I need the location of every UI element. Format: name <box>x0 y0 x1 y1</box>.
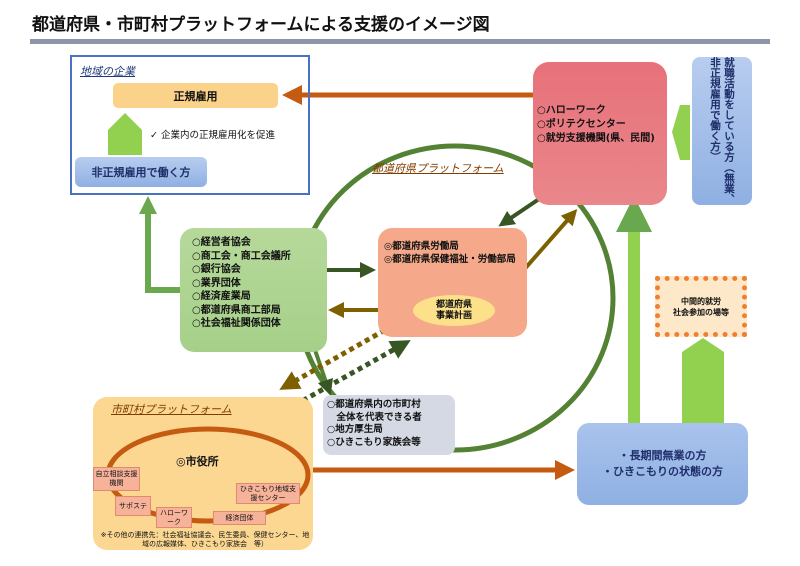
municipal-platform-box: 市町村プラットフォーム ◎市役所 自立相談支援機関 サポステ ハローワーク 経済… <box>93 397 313 550</box>
office-item: ◎都道府県労働局 <box>384 241 459 252</box>
org-item: ○経済産業局 <box>192 291 251 302</box>
job-services-box: ○ハローワーク ○ポリテクセンター ○就労支援機関(県、民間) <box>533 62 667 205</box>
org-item: ○銀行協会 <box>192 264 241 275</box>
prefecture-platform-label: 都道府県プラットフォーム <box>372 162 504 175</box>
arrow-nonregular-to-regular <box>108 113 142 155</box>
org-item: ○都道府県商工部局 <box>192 304 281 316</box>
page-title: 都道府県・市町村プラットフォームによる支援のイメージ図 <box>32 15 490 35</box>
promote-text: ✓ 企業内の正規雇用化を促進 <box>150 130 275 141</box>
service-item: ○ハローワーク <box>537 105 606 116</box>
member-self-reliance: 自立相談支援機関 <box>93 467 140 491</box>
rep-item: ○都道府県内の市町村 <box>327 399 421 410</box>
business-plan: 都道府県事業計画 <box>413 295 495 326</box>
representatives-box: ○都道府県内の市町村 全体を代表できる者 ○地方厚生局 ○ひきこもり家族会等 <box>323 395 455 455</box>
dotted-pref-to-muni <box>279 327 387 390</box>
arrow-seekers-to-services <box>672 105 690 160</box>
org-item: ○経営者協会 <box>192 237 251 248</box>
rep-item: ○ひきこもり家族会等 <box>327 436 421 448</box>
municipal-platform-label: 市町村プラットフォーム <box>111 403 232 416</box>
other-partners-note: ※その他の連携先：社会福祉協議会、民生委員、保健センター、地域の広報媒体、ひきこ… <box>100 531 310 548</box>
local-companies-box: 地域の企業 <box>70 55 310 195</box>
arrow-to-nonregular <box>139 196 180 293</box>
org-item: ○社会福祉関係団体 <box>192 318 281 329</box>
plan-line: 事業計画 <box>435 310 472 321</box>
job-seekers-box: 就職活動をしている方（無業、非正規雇用で働く方） <box>692 57 752 205</box>
org-item: ○業界団体 <box>192 277 241 289</box>
intermediate-line: 社会参加の場等 <box>673 307 729 317</box>
long-term-line: ・長期間無業の方 <box>618 449 707 462</box>
member-hellowork: ハローワーク <box>156 507 192 528</box>
long-term-line: ・ひきこもりの状態の方 <box>602 465 723 478</box>
rep-item: 全体を代表できる者 <box>327 411 422 423</box>
arrow-econ-to-reps <box>313 349 333 396</box>
member-saposute: サポステ <box>115 496 151 516</box>
office-item: ◎都道府県保健福祉・労働部局 <box>384 254 516 265</box>
member-economic: 経済団体 <box>213 511 266 525</box>
service-item: ○ポリテクセンター <box>537 119 626 130</box>
local-companies-label: 地域の企業 <box>80 65 135 78</box>
economic-orgs-box: ○経営者協会 ○商工会・商工会議所 ○銀行協会 ○業界団体 ○経済産業局 ○都道… <box>180 228 327 352</box>
rep-item: ○地方厚生局 <box>327 424 383 435</box>
arrow-long-term-to-intermediate <box>682 338 724 423</box>
org-item: ○商工会・商工会議所 <box>192 250 291 262</box>
nonregular-workers: 非正規雇用で働く方 <box>75 157 207 187</box>
intermediate-line: 中間的就労 <box>681 296 721 306</box>
plan-line: 都道府県 <box>435 299 472 310</box>
intermediate-employment-box: 中間的就労社会参加の場等 <box>655 276 747 337</box>
member-hikikomori-center: ひきこもり地域支援センター <box>236 483 300 504</box>
long-term-unemployed-box: ・長期間無業の方・ひきこもりの状態の方 <box>577 423 748 505</box>
service-item: ○就労支援機関(県、民間) <box>537 133 655 144</box>
dotted-muni-to-pref <box>293 340 411 408</box>
title-underline <box>30 39 770 44</box>
regular-employment: 正規雇用 <box>113 83 278 108</box>
city-hall: ◎市役所 <box>176 455 219 468</box>
